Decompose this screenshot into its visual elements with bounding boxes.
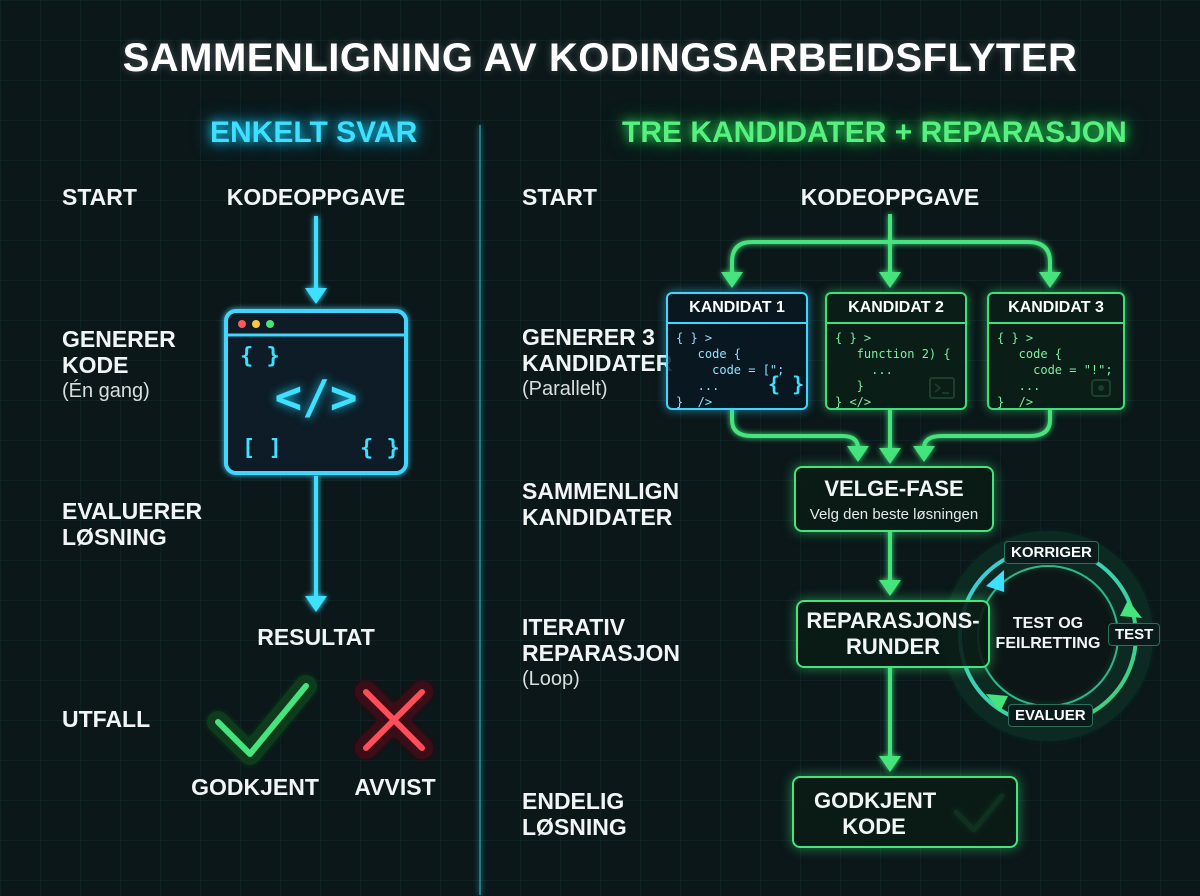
left-arrow-task-to-editor [305, 216, 327, 304]
repair-rounds-line2: RUNDER [845, 634, 941, 659]
loop-step-correct: KORRIGER [1004, 541, 1099, 564]
left-row-generate-sub: (Én gang) [62, 380, 150, 402]
candidate-card-1-code: { } > code { code = ["; ... } /> [676, 331, 785, 409]
right-row-final-line1: ENDELIG [522, 788, 625, 814]
editor-glyph-bottom-left: [ ] [242, 436, 282, 461]
left-row-evaluate: EVALUERER LØSNING [62, 498, 202, 550]
final-box-line1: GODKJENT [814, 788, 937, 813]
left-column-heading: ENKELT SVAR [210, 116, 418, 149]
approved-label: GODKJENT [191, 774, 319, 800]
left-row-generate: GENERER KODE (Én gang) [62, 326, 176, 404]
rejected-label: AVVIST [354, 774, 436, 800]
candidate-card-3-code: { } > code { code = "!"; ... } /> [997, 331, 1113, 409]
right-row-repair-line2: REPARASJON [522, 640, 681, 666]
candidate-card-2-code: { } > function 2) { ... } } </> [835, 331, 951, 409]
candidate-card-3-title: KANDIDAT 3 [989, 294, 1123, 324]
left-row-generate-line1: GENERER [62, 326, 176, 352]
repair-rounds-box: REPARASJONS- RUNDER [796, 600, 990, 668]
candidate-card-2: KANDIDAT 2 { } > function 2) { ... } } <… [825, 292, 967, 410]
left-row-evaluate-line2: LØSNING [62, 524, 167, 550]
right-row-final-line2: LØSNING [522, 814, 627, 840]
code-brackets-icon: </> [274, 370, 358, 424]
repair-rounds-line1: REPARASJONS- [806, 608, 980, 633]
right-row-compare-line2: KANDIDATER [522, 504, 673, 530]
editor-glyph-top-left: { } [240, 344, 280, 369]
loop-center-line2: FEILRETTING [995, 635, 1101, 652]
editor-glyph-bottom-right: { } [360, 436, 400, 461]
left-row-generate-line2: KODE [62, 352, 129, 378]
right-arrow-select-to-repair [879, 530, 901, 596]
right-row-final: ENDELIG LØSNING [522, 788, 627, 840]
code-editor-window [224, 309, 408, 475]
rejected-cross-icon [355, 681, 433, 759]
right-row-generate-sub: (Parallelt) [522, 378, 608, 400]
loop-center-label: TEST OG FEILRETTING [988, 614, 1108, 654]
page-title: SAMMENLIGNING AV KODINGSARBEIDSFLYTER [122, 36, 1078, 80]
final-box-line2: KODE [842, 814, 906, 839]
candidate-card-1: KANDIDAT 1 { } > code { code = ["; ... }… [666, 292, 808, 410]
column-divider [479, 125, 481, 895]
select-phase-subtitle: Velg den beste løsningen [809, 506, 979, 523]
fanout-arrowheads [721, 272, 1061, 288]
right-arrow-repair-to-final [879, 666, 901, 772]
right-row-compare-line1: SAMMENLIGN [522, 478, 680, 504]
right-task-node: KODEOPPGAVE [800, 184, 980, 210]
right-column-heading: TRE KANDIDATER + REPARASJON [622, 116, 1127, 149]
loop-center-line1: TEST OG [1012, 615, 1084, 632]
candidate-card-2-title: KANDIDAT 2 [827, 294, 965, 324]
merge-arrowheads [847, 446, 935, 464]
select-phase-title: VELGE-FASE [824, 476, 964, 501]
right-arrow-fanout [730, 214, 1052, 276]
right-row-generate: GENERER 3 KANDIDATER (Parallelt) [522, 324, 672, 402]
left-arrow-editor-to-result [305, 476, 327, 612]
right-row-repair-sub: (Loop) [522, 668, 580, 690]
right-row-repair-line1: ITERATIV [522, 614, 626, 640]
left-row-evaluate-line1: EVALUERER [62, 498, 203, 524]
final-approved-code-box: GODKJENT KODE [792, 776, 1018, 848]
braces-icon: { } [768, 372, 805, 396]
candidate-card-1-title: KANDIDAT 1 [668, 294, 806, 324]
right-row-compare: SAMMENLIGN KANDIDATER [522, 478, 679, 530]
final-approved-code-label: GODKJENT KODE [814, 788, 937, 840]
right-arrow-merge [730, 408, 1052, 450]
select-phase-box: VELGE-FASE Velg den beste løsningen [794, 466, 994, 532]
right-row-repair: ITERATIV REPARASJON (Loop) [522, 614, 680, 692]
left-row-outcome: UTFALL [62, 706, 151, 732]
right-row-start: START [522, 184, 597, 210]
loop-step-test: TEST [1108, 623, 1161, 646]
left-task-node: KODEOPPGAVE [226, 184, 406, 210]
left-row-start: START [62, 184, 137, 210]
right-row-generate-line2: KANDIDATER [522, 350, 673, 376]
right-row-generate-line1: GENERER 3 [522, 324, 655, 350]
left-result-node: RESULTAT [257, 624, 375, 650]
loop-step-evaluate: EVALUER [1008, 704, 1093, 727]
approved-check-icon [207, 675, 317, 765]
candidate-card-3: KANDIDAT 3 { } > code { code = "!"; ... … [987, 292, 1125, 410]
